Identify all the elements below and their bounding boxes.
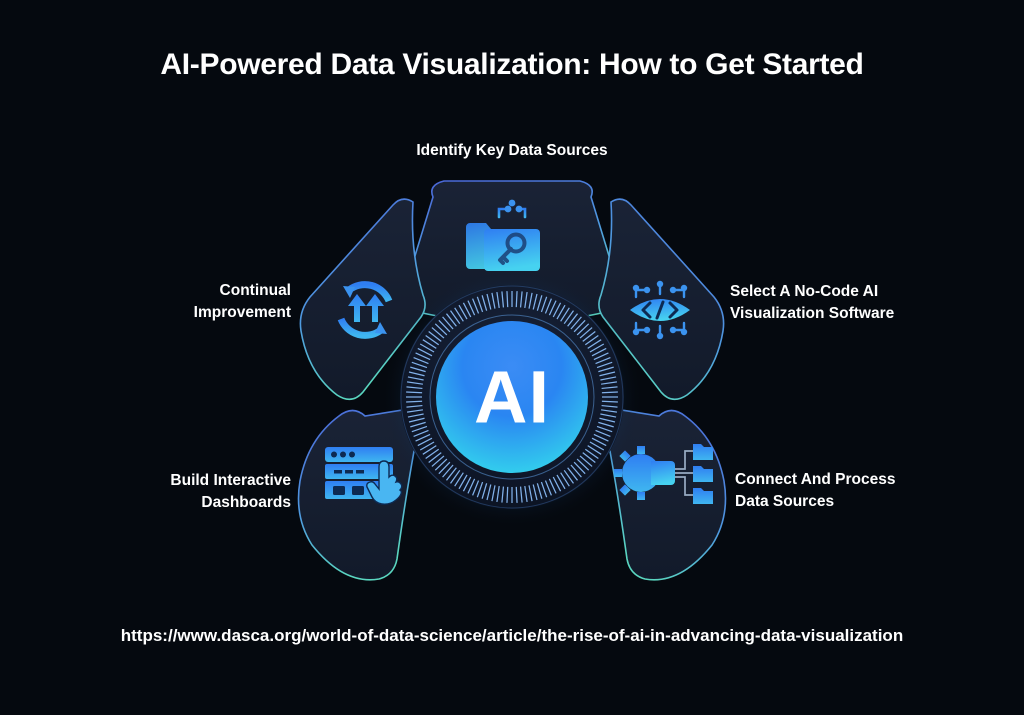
refresh-up-arrows-icon <box>337 281 393 339</box>
eye-code-circuit-icon <box>630 280 690 340</box>
gear-folders-network-icon <box>614 444 713 504</box>
page-title: AI-Powered Data Visualization: How to Ge… <box>160 48 864 81</box>
tick-ring <box>406 291 618 503</box>
folder-key-circuit-icon <box>466 199 540 271</box>
petal-label-build-interactive-dashboards: Build Interactive Dashboards <box>170 472 291 511</box>
source-url: https://www.dasca.org/world-of-data-scie… <box>120 626 904 645</box>
petal-build-interactive-dashboards[interactable] <box>297 408 421 581</box>
ai-core-label: AI <box>474 356 550 439</box>
ai-core[interactable]: AI <box>384 269 640 525</box>
petal-label-connect-and-process-data-sources: Connect And Process Data Sources <box>735 471 896 510</box>
dashboard-click-icon <box>325 447 403 505</box>
petal-label-identify-key-data-sources: Identify Key Data Sources <box>416 142 608 159</box>
radial-petal-diagram: AI <box>297 180 727 581</box>
petal-label-continual-improvement: Continual Improvement <box>193 282 291 321</box>
petal-label-select-no-code-ai: Select A No-Code AI Visualization Softwa… <box>730 283 895 322</box>
